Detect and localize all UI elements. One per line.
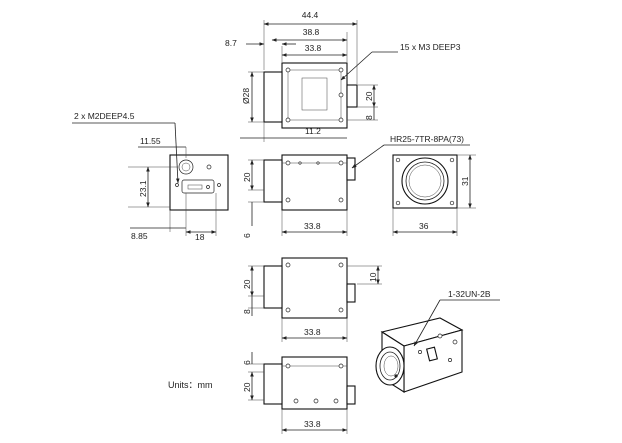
dim-text-20-side: 20 [242, 172, 252, 182]
front-view-lens-inner [405, 161, 445, 201]
dim-text-8-top: 8 [364, 115, 374, 120]
rear-view-m2-hole [175, 183, 179, 187]
top-view-label-recess [301, 77, 328, 111]
side-view-connector [346, 157, 356, 181]
lower-view-lens-mount [263, 363, 283, 405]
top-view-screw-hole [338, 117, 344, 123]
rear-view-connector-round [178, 159, 194, 175]
iso-view: 1-32UN-2B [375, 289, 500, 394]
dim-text-36: 36 [419, 221, 429, 231]
dim-text-10: 10 [368, 272, 378, 282]
dim-text-20-bottom: 20 [242, 279, 252, 289]
rear-view-io-port [181, 179, 215, 194]
connector-callout: HR25-7TR-8PA(73) [390, 134, 464, 144]
top-view-screw-hole [338, 92, 344, 98]
bottom-view-lens-mount [263, 265, 283, 309]
front-view-lens-outer [401, 157, 449, 205]
top-view-connector [346, 84, 358, 108]
top-view-body [281, 62, 348, 129]
top-view-screw-hole [338, 67, 344, 73]
hole-callout: 2 x M2DEEP4.5 [74, 111, 135, 121]
dim-text-dia-28: Ø28 [241, 88, 251, 104]
dim-text-33-8-top: 33.8 [305, 43, 322, 53]
top-view-lens-mount [263, 71, 283, 123]
dim-text-38-8: 38.8 [303, 27, 320, 37]
dim-text-11-2: 11.2 [305, 126, 321, 136]
rear-view-led [206, 164, 212, 170]
mount-callout: 1-32UN-2B [448, 289, 491, 299]
dim-text-8-7: 8.7 [225, 38, 237, 48]
dim-text-31: 31 [460, 176, 470, 186]
dim-text-11-55: 11.55 [140, 136, 161, 146]
top-view: 44.4 38.8 33.8 8.7 Ø28 11.2 20 8 15 [225, 10, 461, 142]
dim-text-18: 18 [195, 232, 205, 242]
dim-text-33-8-side: 33.8 [304, 221, 321, 231]
top-view-screw-hole [285, 117, 291, 123]
rear-view-m2-hole [217, 183, 221, 187]
bottom-view: 20 8 10 33.8 [242, 257, 382, 342]
dim-text-20-top: 20 [364, 91, 374, 101]
side-view-body [281, 154, 348, 211]
dim-text-6-side: 6 [242, 233, 252, 238]
top-view-screw-hole [285, 67, 291, 73]
dim-text-8-bottom: 8 [242, 309, 252, 314]
dim-text-44-4: 44.4 [302, 10, 319, 20]
dim-text-6-lower: 6 [242, 360, 252, 365]
bottom-view-body [281, 257, 348, 319]
lower-view-connector [346, 385, 356, 405]
front-view: 31 36 [392, 154, 476, 236]
lower-view: 6 20 33.8 [242, 352, 356, 434]
thread-callout: 15 x M3 DEEP3 [400, 42, 461, 52]
dim-text-8-85: 8.85 [131, 231, 148, 241]
dim-text-33-8-lower: 33.8 [304, 419, 321, 429]
rear-view: 2 x M2DEEP4.5 11.55 23.1 8.85 18 [72, 111, 229, 242]
dim-text-20-lower: 20 [242, 382, 252, 392]
side-view: 20 6 33.8 HR25-7TR-8PA(73) [242, 134, 470, 238]
units-label: Units：mm [168, 380, 213, 390]
side-view-lens-mount [263, 159, 283, 203]
dim-text-23-1: 23.1 [138, 180, 148, 197]
bottom-view-connector [346, 283, 356, 303]
dim-text-33-8-bottom: 33.8 [304, 327, 321, 337]
